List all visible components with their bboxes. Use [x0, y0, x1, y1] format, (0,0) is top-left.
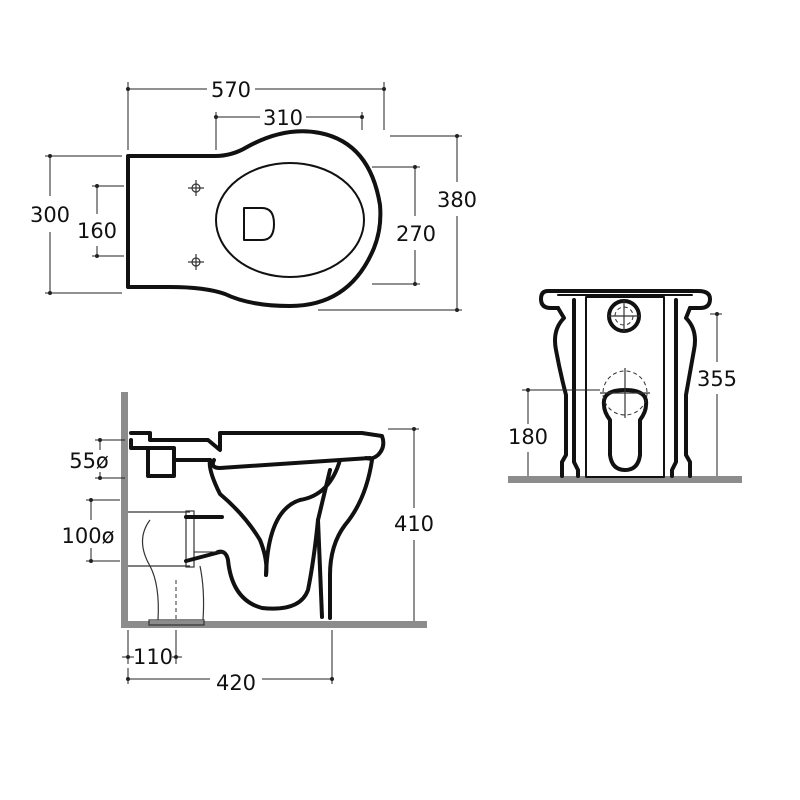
- side-outlet-tube: [184, 515, 224, 563]
- front-view: 180 355: [508, 289, 742, 483]
- front-body-outer: [553, 306, 697, 478]
- top-view-bowl: [215, 162, 365, 278]
- dimension-570: 570: [126, 78, 386, 150]
- dimension-380: 380: [318, 134, 477, 312]
- inlet-flange: [185, 510, 195, 568]
- side-view: 55ø 100ø 410 110: [62, 392, 434, 695]
- dimension-180: 180: [508, 388, 600, 476]
- dimension-270: 270: [372, 165, 436, 286]
- dimension-300: 300: [30, 154, 122, 295]
- dimension-420: 420: [126, 630, 334, 695]
- fixing-hole-upper: [188, 180, 204, 196]
- dim-label-420: 420: [216, 671, 256, 695]
- side-front-foot: [328, 458, 374, 620]
- dimension-55: 55ø: [69, 438, 125, 480]
- dim-label-160: 160: [77, 219, 117, 243]
- dim-label-100: 100ø: [62, 524, 115, 548]
- front-recess: [585, 296, 665, 478]
- dim-label-110: 110: [133, 645, 173, 669]
- front-inlet: [607, 299, 641, 333]
- front-pedestal: [572, 298, 678, 478]
- dim-label-300: 300: [30, 203, 70, 227]
- side-trap: [216, 458, 342, 611]
- fixing-hole-lower: [188, 254, 204, 270]
- wall: [121, 392, 128, 628]
- dim-label-180: 180: [508, 425, 548, 449]
- front-rim: [539, 289, 712, 310]
- dim-label-410: 410: [394, 512, 434, 536]
- inlet-pipe: [128, 511, 205, 621]
- dimension-100: 100ø: [62, 498, 225, 563]
- dimension-160: 160: [77, 184, 124, 258]
- front-floor: [508, 476, 742, 483]
- dim-label-270: 270: [396, 222, 436, 246]
- dimension-355: 355: [697, 312, 737, 476]
- dim-label-55: 55ø: [69, 449, 109, 473]
- dimension-410: 410: [388, 427, 434, 621]
- dim-label-570: 570: [211, 78, 251, 102]
- floor: [121, 621, 427, 628]
- front-outlet: [600, 368, 650, 472]
- top-view: 570 310 300: [30, 78, 477, 312]
- side-seat: [210, 456, 372, 470]
- dim-label-380: 380: [437, 188, 477, 212]
- dimension-110: 110: [122, 630, 182, 669]
- side-rear-body: [129, 438, 212, 478]
- dim-label-355: 355: [697, 367, 737, 391]
- top-view-flush-opening: [243, 207, 275, 241]
- dim-label-310: 310: [263, 106, 303, 130]
- dimension-310: 310: [214, 106, 364, 150]
- top-view-outline: [126, 129, 383, 308]
- side-rim: [129, 431, 386, 461]
- side-inner-foot: [316, 518, 324, 619]
